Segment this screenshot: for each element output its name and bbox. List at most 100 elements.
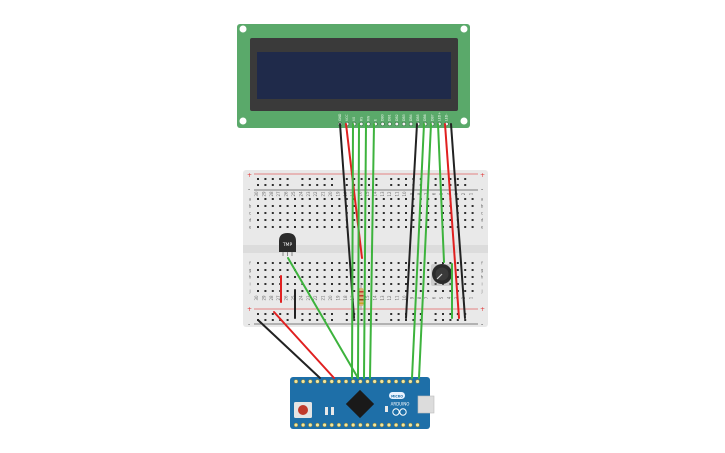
breadboard-hole[interactable] bbox=[286, 276, 289, 278]
breadboard-hole[interactable] bbox=[382, 212, 385, 214]
breadboard-hole[interactable] bbox=[316, 269, 319, 271]
rail-hole[interactable] bbox=[390, 313, 393, 315]
breadboard-hole[interactable] bbox=[308, 212, 311, 214]
breadboard-hole[interactable] bbox=[405, 226, 407, 228]
breadboard-hole[interactable] bbox=[308, 198, 311, 200]
breadboard-hole[interactable] bbox=[294, 212, 296, 214]
breadboard-hole[interactable] bbox=[353, 212, 356, 214]
breadboard-hole[interactable] bbox=[375, 205, 378, 207]
breadboard-hole[interactable] bbox=[412, 205, 415, 207]
arduino-pin[interactable] bbox=[386, 422, 392, 428]
rail-hole[interactable] bbox=[308, 178, 311, 180]
rail-hole[interactable] bbox=[412, 313, 415, 315]
rail-hole[interactable] bbox=[257, 313, 259, 315]
breadboard-hole[interactable] bbox=[449, 226, 452, 228]
breadboard-hole[interactable] bbox=[464, 283, 467, 285]
rail-hole[interactable] bbox=[456, 178, 459, 180]
rail-hole[interactable] bbox=[434, 319, 437, 321]
breadboard-hole[interactable] bbox=[390, 198, 393, 200]
breadboard-hole[interactable] bbox=[390, 212, 393, 214]
breadboard-hole[interactable] bbox=[449, 283, 452, 285]
breadboard-hole[interactable] bbox=[294, 219, 296, 221]
breadboard-hole[interactable] bbox=[390, 269, 393, 271]
breadboard-hole[interactable] bbox=[338, 226, 341, 228]
breadboard-hole[interactable] bbox=[368, 269, 370, 271]
breadboard-hole[interactable] bbox=[412, 219, 415, 221]
breadboard-hole[interactable] bbox=[271, 212, 274, 214]
breadboard-hole[interactable] bbox=[323, 269, 326, 271]
breadboard-hole[interactable] bbox=[471, 262, 474, 264]
breadboard-hole[interactable] bbox=[471, 283, 474, 285]
breadboard-hole[interactable] bbox=[286, 219, 289, 221]
breadboard-hole[interactable] bbox=[360, 283, 363, 285]
breadboard-hole[interactable] bbox=[286, 226, 289, 228]
breadboard-hole[interactable] bbox=[286, 205, 289, 207]
breadboard-hole[interactable] bbox=[419, 290, 422, 292]
breadboard-hole[interactable] bbox=[279, 205, 282, 207]
breadboard-hole[interactable] bbox=[368, 283, 370, 285]
arduino-pin[interactable] bbox=[315, 379, 320, 384]
breadboard-hole[interactable] bbox=[271, 198, 274, 200]
breadboard-hole[interactable] bbox=[405, 269, 407, 271]
breadboard-hole[interactable] bbox=[264, 205, 267, 207]
arduino-pin[interactable] bbox=[386, 379, 392, 384]
breadboard-hole[interactable] bbox=[434, 226, 437, 228]
breadboard-hole[interactable] bbox=[294, 198, 296, 200]
rail-hole[interactable] bbox=[308, 313, 311, 315]
breadboard-hole[interactable] bbox=[427, 205, 430, 207]
breadboard-hole[interactable] bbox=[412, 262, 415, 264]
breadboard-hole[interactable] bbox=[301, 276, 304, 278]
rail-hole[interactable] bbox=[286, 184, 289, 186]
breadboard-hole[interactable] bbox=[419, 212, 422, 214]
resistor[interactable] bbox=[358, 284, 364, 310]
breadboard-hole[interactable] bbox=[308, 205, 311, 207]
breadboard-hole[interactable] bbox=[308, 262, 311, 264]
breadboard-hole[interactable] bbox=[301, 205, 304, 207]
breadboard-hole[interactable] bbox=[368, 262, 370, 264]
breadboard-hole[interactable] bbox=[294, 283, 296, 285]
arduino-pin[interactable] bbox=[336, 422, 342, 428]
breadboard-hole[interactable] bbox=[442, 205, 444, 207]
rail-hole[interactable] bbox=[442, 184, 444, 186]
lcd-pin[interactable] bbox=[359, 121, 364, 127]
breadboard-hole[interactable] bbox=[434, 262, 437, 264]
breadboard-hole[interactable] bbox=[434, 219, 437, 221]
breadboard-hole[interactable] bbox=[382, 276, 385, 278]
rail-hole[interactable] bbox=[397, 184, 400, 186]
rail-hole[interactable] bbox=[271, 184, 274, 186]
breadboard-hole[interactable] bbox=[345, 276, 348, 278]
rail-hole[interactable] bbox=[442, 178, 444, 180]
breadboard-hole[interactable] bbox=[375, 283, 378, 285]
breadboard-hole[interactable] bbox=[471, 269, 474, 271]
rail-hole[interactable] bbox=[301, 313, 304, 315]
breadboard-hole[interactable] bbox=[360, 205, 363, 207]
breadboard-hole[interactable] bbox=[390, 262, 393, 264]
breadboard-hole[interactable] bbox=[323, 198, 326, 200]
rail-hole[interactable] bbox=[390, 178, 393, 180]
breadboard-hole[interactable] bbox=[308, 269, 311, 271]
breadboard-hole[interactable] bbox=[464, 226, 467, 228]
rail-hole[interactable] bbox=[375, 313, 378, 315]
breadboard-hole[interactable] bbox=[308, 226, 311, 228]
arduino-pin[interactable] bbox=[293, 422, 299, 428]
rail-hole[interactable] bbox=[264, 319, 267, 321]
breadboard-hole[interactable] bbox=[427, 269, 430, 271]
arduino-pin[interactable] bbox=[401, 379, 406, 384]
lcd-pin[interactable] bbox=[366, 121, 371, 127]
breadboard-hole[interactable] bbox=[353, 226, 356, 228]
rail-hole[interactable] bbox=[301, 184, 304, 186]
breadboard-hole[interactable] bbox=[368, 212, 370, 214]
breadboard-hole[interactable] bbox=[427, 262, 430, 264]
breadboard-hole[interactable] bbox=[338, 283, 341, 285]
breadboard-hole[interactable] bbox=[375, 276, 378, 278]
breadboard-hole[interactable] bbox=[390, 219, 393, 221]
breadboard-hole[interactable] bbox=[382, 205, 385, 207]
breadboard-hole[interactable] bbox=[368, 290, 370, 292]
micro-usb-port[interactable] bbox=[417, 395, 435, 414]
breadboard-hole[interactable] bbox=[434, 198, 437, 200]
rail-hole[interactable] bbox=[316, 178, 319, 180]
breadboard-hole[interactable] bbox=[286, 262, 289, 264]
breadboard-hole[interactable] bbox=[316, 290, 319, 292]
breadboard-hole[interactable] bbox=[405, 198, 407, 200]
rail-hole[interactable] bbox=[271, 313, 274, 315]
